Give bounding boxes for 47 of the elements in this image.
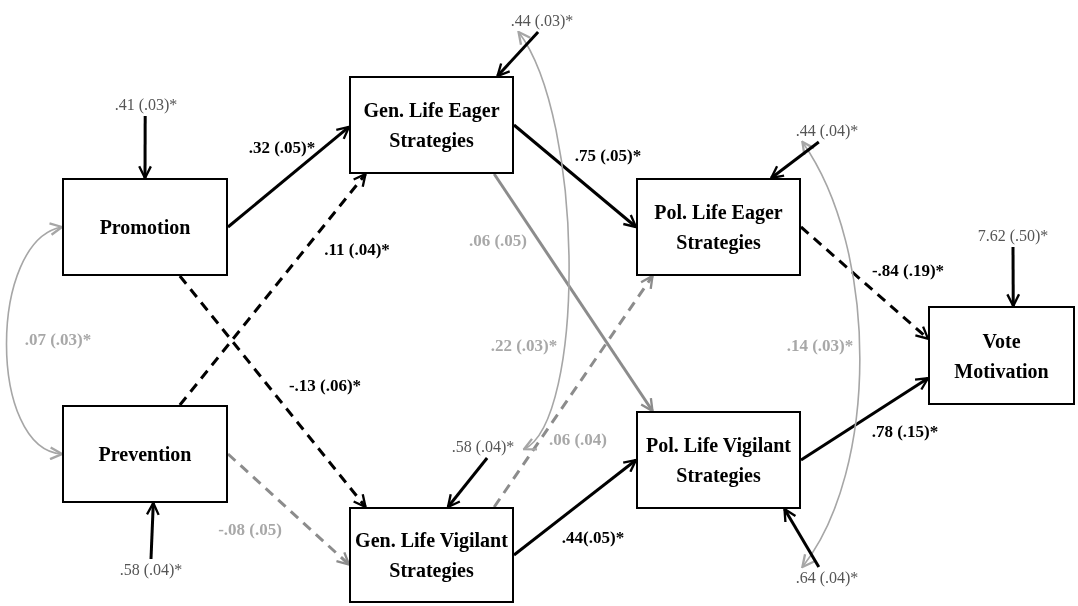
residual-value: .64 (.04)* (786, 567, 868, 589)
edge-label: .07 (.03)* (24, 330, 92, 350)
double-headed-arrow (801, 140, 861, 569)
edge-label: .06 (.05) (468, 231, 528, 251)
variable-box: Pol. Life Vigilant Strategies (636, 411, 801, 509)
arrow (800, 225, 930, 340)
variable-box: Pol. Life Eager Strategies (636, 178, 801, 276)
arrow (492, 274, 654, 508)
arrow (138, 116, 153, 180)
edge-label: .44(.05)* (561, 528, 625, 548)
edge-label: -.84 (.19)* (871, 261, 945, 281)
edge-label: .78 (.15)* (871, 422, 939, 442)
arrow (178, 172, 367, 406)
edge-label: .32 (.05)* (248, 138, 316, 158)
arrow (783, 507, 821, 568)
arrow (178, 275, 367, 509)
residual-value: .58 (.04)* (442, 436, 524, 458)
variable-box: Promotion (62, 178, 228, 276)
arrow (513, 123, 638, 229)
double-headed-arrow (5, 224, 64, 458)
arrow (496, 31, 540, 78)
arrow (492, 173, 654, 413)
residual-value: .41 (.03)* (105, 94, 187, 116)
arrow (800, 377, 930, 462)
edge-label: .11 (.04)* (324, 240, 390, 260)
residual-value: .44 (.03)* (503, 10, 581, 32)
variable-box: Prevention (62, 405, 228, 503)
variable-box: Gen. Life Vigilant Strategies (349, 507, 514, 603)
edge-label: .75 (.05)* (574, 146, 642, 166)
residual-value: .44 (.04)* (786, 120, 868, 142)
edge-label: .14 (.03)* (786, 336, 854, 356)
edge-label: .22 (.03)* (490, 336, 558, 356)
edge-label: .06 (.04) (548, 430, 608, 450)
arrow (227, 125, 351, 229)
arrow (1006, 247, 1021, 308)
arrow (227, 452, 351, 566)
arrow (145, 501, 160, 560)
variable-box: Gen. Life Eager Strategies (349, 76, 514, 174)
variable-box: Vote Motivation (928, 306, 1075, 405)
arrow (770, 140, 820, 180)
arrow (446, 457, 489, 509)
residual-value: .58 (.04)* (110, 559, 192, 581)
edge-label: -.08 (.05) (218, 520, 282, 540)
double-headed-arrow (517, 30, 570, 451)
arrow (513, 458, 638, 557)
edge-label: -.13 (.06)* (288, 376, 362, 396)
residual-value: 7.62 (.50)* (966, 225, 1060, 247)
